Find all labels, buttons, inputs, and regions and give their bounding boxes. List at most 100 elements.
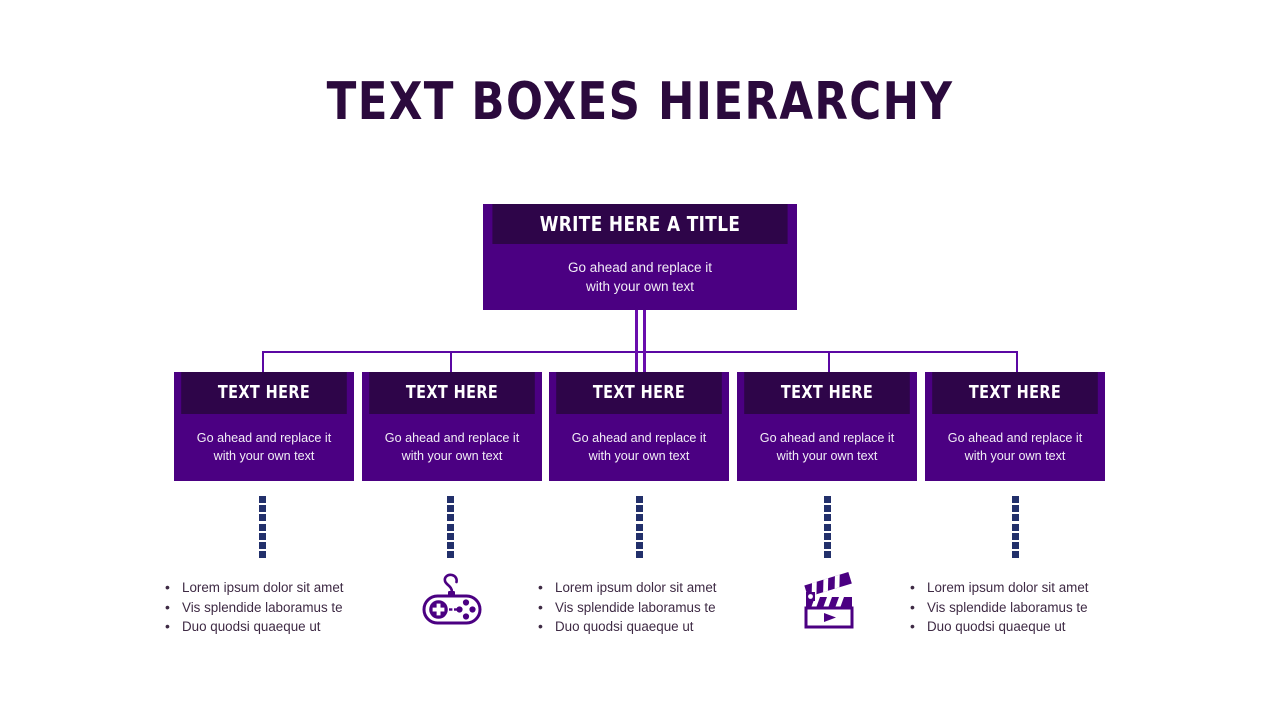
hierarchy-child-node-1[interactable]: TEXT HERE Go ahead and replace it with y… bbox=[174, 372, 354, 481]
dot bbox=[259, 541, 266, 549]
child-node-4-header: TEXT HERE bbox=[744, 372, 910, 414]
connector-center-stem-right bbox=[643, 310, 646, 373]
child-node-3-body: Go ahead and replace it with your own te… bbox=[549, 414, 729, 481]
dotted-connector-4 bbox=[824, 496, 832, 559]
dotted-connector-3 bbox=[636, 496, 644, 559]
bullet-text: Lorem ipsum dolor sit amet bbox=[927, 580, 1089, 595]
dot bbox=[1012, 514, 1019, 522]
bullet-glyph: • bbox=[910, 598, 915, 615]
dot bbox=[259, 496, 266, 503]
dot bbox=[636, 532, 643, 540]
child-node-4-body: Go ahead and replace it with your own te… bbox=[737, 414, 917, 481]
child-node-2-body-line-1: Go ahead and replace it bbox=[384, 430, 520, 445]
bullet-text: Lorem ipsum dolor sit amet bbox=[182, 580, 344, 595]
hierarchy-child-node-4[interactable]: TEXT HERE Go ahead and replace it with y… bbox=[737, 372, 917, 481]
dot bbox=[447, 532, 454, 540]
connector-drop-5 bbox=[1016, 351, 1018, 373]
bullet-text: Vis splendide laboramus te bbox=[927, 599, 1088, 615]
dot bbox=[1012, 523, 1019, 531]
dotted-connector-1 bbox=[259, 496, 267, 559]
dot bbox=[636, 505, 643, 513]
clapperboard-icon bbox=[800, 570, 862, 632]
list-item: • Duo quodsi quaeque ut bbox=[538, 617, 768, 637]
bullet-list-3: • Lorem ipsum dolor sit amet • Vis splen… bbox=[910, 578, 1140, 637]
dot bbox=[824, 514, 831, 522]
dot bbox=[824, 523, 831, 531]
root-node-header: WRITE HERE A TITLE bbox=[492, 204, 788, 244]
dot bbox=[447, 505, 454, 513]
dot bbox=[636, 514, 643, 522]
dot bbox=[1012, 505, 1019, 513]
dot bbox=[447, 541, 454, 549]
child-node-1-header: TEXT HERE bbox=[181, 372, 347, 414]
bullet-glyph: • bbox=[165, 579, 170, 595]
root-node-body-line-1: Go ahead and replace it bbox=[567, 259, 713, 275]
child-node-3-body-line-2: with your own text bbox=[588, 448, 690, 463]
dot bbox=[824, 496, 831, 503]
root-node-body-line-2: with your own text bbox=[585, 279, 695, 294]
dot bbox=[636, 523, 643, 531]
bullet-text: Lorem ipsum dolor sit amet bbox=[555, 580, 717, 595]
page-title: TEXT BOXES HIERARCHY bbox=[326, 72, 954, 132]
dot bbox=[447, 514, 454, 522]
list-item: • Duo quodsi quaeque ut bbox=[165, 617, 395, 637]
list-item: • Lorem ipsum dolor sit amet bbox=[165, 578, 395, 598]
bullet-text: Vis splendide laboramus te bbox=[555, 599, 716, 615]
dot bbox=[1012, 541, 1019, 549]
dot bbox=[259, 551, 266, 559]
connector-center-stem-left bbox=[635, 310, 638, 373]
dot bbox=[636, 496, 643, 503]
dot bbox=[824, 505, 831, 513]
child-node-5-body: Go ahead and replace it with your own te… bbox=[925, 414, 1105, 481]
hierarchy-root-node[interactable]: WRITE HERE A TITLE Go ahead and replace … bbox=[483, 204, 797, 310]
child-node-5-body-line-2: with your own text bbox=[964, 448, 1066, 463]
list-item: • Lorem ipsum dolor sit amet bbox=[538, 578, 768, 598]
child-node-4-body-line-1: Go ahead and replace it bbox=[759, 430, 895, 445]
root-node-body: Go ahead and replace it with your own te… bbox=[483, 244, 797, 310]
dot bbox=[824, 541, 831, 549]
bullet-text: Vis splendide laboramus te bbox=[182, 599, 343, 615]
bullet-list-1: • Lorem ipsum dolor sit amet • Vis splen… bbox=[165, 578, 395, 637]
connector-horizontal-bus bbox=[262, 351, 1018, 353]
connector-drop-2 bbox=[450, 351, 452, 373]
dotted-connector-5 bbox=[1012, 496, 1020, 559]
child-node-1-body-line-2: with your own text bbox=[213, 448, 315, 463]
dot bbox=[1012, 532, 1019, 540]
bullet-list-2: • Lorem ipsum dolor sit amet • Vis splen… bbox=[538, 578, 768, 637]
list-item: • Vis splendide laboramus te bbox=[165, 598, 395, 618]
bullet-glyph: • bbox=[538, 598, 543, 615]
child-node-2-body-line-2: with your own text bbox=[401, 448, 503, 463]
bullet-text: Duo quodsi quaeque ut bbox=[182, 619, 321, 635]
child-node-1-body-line-1: Go ahead and replace it bbox=[196, 430, 332, 445]
dot bbox=[259, 505, 266, 513]
child-node-5-header: TEXT HERE bbox=[932, 372, 1098, 414]
hierarchy-child-node-5[interactable]: TEXT HERE Go ahead and replace it with y… bbox=[925, 372, 1105, 481]
dot bbox=[636, 541, 643, 549]
connector-drop-4 bbox=[828, 351, 830, 373]
bullet-glyph: • bbox=[910, 579, 915, 595]
dot bbox=[447, 523, 454, 531]
child-node-4-body-line-2: with your own text bbox=[776, 448, 878, 463]
dot bbox=[259, 514, 266, 522]
hierarchy-child-node-2[interactable]: TEXT HERE Go ahead and replace it with y… bbox=[362, 372, 542, 481]
dot bbox=[447, 496, 454, 503]
bullet-text: Duo quodsi quaeque ut bbox=[927, 619, 1066, 635]
child-node-3-body-line-1: Go ahead and replace it bbox=[571, 430, 707, 445]
bullet-glyph: • bbox=[910, 618, 915, 635]
child-node-1-body: Go ahead and replace it with your own te… bbox=[174, 414, 354, 481]
bullet-glyph: • bbox=[538, 579, 543, 595]
dot bbox=[259, 523, 266, 531]
child-node-3-header: TEXT HERE bbox=[556, 372, 722, 414]
bullet-glyph: • bbox=[165, 618, 170, 635]
gamepad-icon bbox=[419, 570, 485, 632]
hierarchy-child-node-3[interactable]: TEXT HERE Go ahead and replace it with y… bbox=[549, 372, 729, 481]
child-node-2-body: Go ahead and replace it with your own te… bbox=[362, 414, 542, 481]
connector-drop-1 bbox=[262, 351, 264, 373]
bullet-text: Duo quodsi quaeque ut bbox=[555, 619, 694, 635]
dot bbox=[1012, 551, 1019, 559]
dot bbox=[1012, 496, 1019, 503]
list-item: • Lorem ipsum dolor sit amet bbox=[910, 578, 1140, 598]
list-item: • Duo quodsi quaeque ut bbox=[910, 617, 1140, 637]
list-item: • Vis splendide laboramus te bbox=[538, 598, 768, 618]
